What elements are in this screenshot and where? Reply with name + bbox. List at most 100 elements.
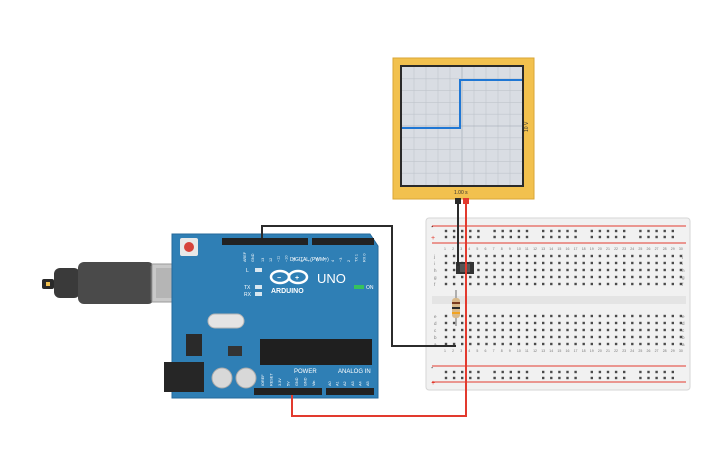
breadboard-hole[interactable]: [469, 282, 472, 286]
breadboard-hole[interactable]: [444, 254, 448, 258]
breadboard-hole[interactable]: [679, 328, 683, 332]
breadboard-hole[interactable]: [542, 328, 545, 332]
breadboard-hole[interactable]: [461, 314, 464, 318]
breadboard-hole[interactable]: [598, 275, 602, 279]
breadboard-hole[interactable]: [533, 314, 537, 318]
breadboard-hole[interactable]: [663, 268, 666, 272]
breadboard-hole[interactable]: [558, 376, 561, 380]
breadboard-hole[interactable]: [533, 342, 537, 346]
breadboard-hole[interactable]: [509, 261, 512, 265]
breadboard-hole[interactable]: [461, 254, 464, 258]
breadboard-hole[interactable]: [647, 342, 650, 346]
breadboard-hole[interactable]: [550, 282, 553, 286]
breadboard-hole[interactable]: [590, 335, 593, 339]
breadboard-hole[interactable]: [671, 321, 674, 325]
breadboard-hole[interactable]: [452, 282, 456, 286]
breadboard-hole[interactable]: [582, 268, 585, 272]
breadboard-hole[interactable]: [639, 370, 642, 374]
breadboard-hole[interactable]: [598, 229, 602, 233]
breadboard-hole[interactable]: [550, 342, 553, 346]
breadboard-hole[interactable]: [590, 370, 593, 374]
breadboard-hole[interactable]: [509, 342, 512, 346]
breadboard-hole[interactable]: [517, 321, 521, 325]
breadboard-hole[interactable]: [477, 335, 480, 339]
resistor[interactable]: [452, 290, 460, 326]
breadboard-hole[interactable]: [647, 314, 650, 318]
breadboard-hole[interactable]: [671, 335, 674, 339]
breadboard-hole[interactable]: [663, 328, 666, 332]
breadboard-hole[interactable]: [663, 335, 666, 339]
breadboard-hole[interactable]: [623, 376, 626, 380]
breadboard-hole[interactable]: [566, 335, 569, 339]
breadboard-hole[interactable]: [477, 275, 480, 279]
breadboard-hole[interactable]: [566, 254, 569, 258]
breadboard-hole[interactable]: [469, 376, 472, 380]
breadboard-hole[interactable]: [469, 328, 472, 332]
breadboard-hole[interactable]: [647, 254, 650, 258]
scope-red-wire[interactable]: [291, 204, 467, 417]
breadboard-hole[interactable]: [566, 342, 569, 346]
breadboard-hole[interactable]: [444, 282, 448, 286]
breadboard-hole[interactable]: [655, 376, 658, 380]
breadboard-hole[interactable]: [582, 314, 585, 318]
breadboard-hole[interactable]: [469, 314, 472, 318]
breadboard-hole[interactable]: [517, 261, 521, 265]
breadboard-hole[interactable]: [614, 254, 618, 258]
breadboard-hole[interactable]: [452, 261, 456, 265]
breadboard-hole[interactable]: [509, 229, 512, 233]
breadboard-hole[interactable]: [655, 254, 658, 258]
breadboard-hole[interactable]: [501, 261, 504, 265]
breadboard-hole[interactable]: [517, 268, 521, 272]
breadboard-hole[interactable]: [655, 268, 658, 272]
breadboard-hole[interactable]: [542, 314, 545, 318]
breadboard-hole[interactable]: [582, 335, 585, 339]
breadboard-hole[interactable]: [550, 314, 553, 318]
breadboard-hole[interactable]: [623, 235, 626, 239]
scope-terminals[interactable]: [455, 198, 469, 204]
breadboard-hole[interactable]: [477, 235, 480, 239]
breadboard-hole[interactable]: [517, 328, 521, 332]
breadboard-hole[interactable]: [655, 342, 658, 346]
breadboard-hole[interactable]: [542, 321, 545, 325]
breadboard-hole[interactable]: [614, 370, 618, 374]
breadboard-hole[interactable]: [542, 282, 545, 286]
oscilloscope[interactable]: 1.00 s 10 V: [392, 57, 535, 200]
breadboard-hole[interactable]: [679, 282, 683, 286]
breadboard-hole[interactable]: [501, 314, 504, 318]
breadboard-hole[interactable]: [452, 235, 456, 239]
breadboard-hole[interactable]: [525, 314, 529, 318]
breadboard-hole[interactable]: [444, 268, 448, 272]
breadboard-hole[interactable]: [663, 282, 666, 286]
breadboard-hole[interactable]: [550, 235, 553, 239]
breadboard-hole[interactable]: [461, 275, 464, 279]
breadboard-hole[interactable]: [485, 254, 488, 258]
breadboard-hole[interactable]: [469, 235, 472, 239]
breadboard-hole[interactable]: [558, 342, 561, 346]
breadboard-hole[interactable]: [566, 229, 569, 233]
breadboard-hole[interactable]: [550, 376, 553, 380]
breadboard-hole[interactable]: [461, 282, 464, 286]
breadboard-hole[interactable]: [533, 268, 537, 272]
breadboard-hole[interactable]: [493, 282, 496, 286]
breadboard-hole[interactable]: [614, 328, 618, 332]
breadboard-hole[interactable]: [517, 376, 521, 380]
breadboard-hole[interactable]: [485, 342, 488, 346]
breadboard-hole[interactable]: [671, 235, 674, 239]
breadboard-hole[interactable]: [452, 370, 456, 374]
breadboard-hole[interactable]: [606, 342, 610, 346]
breadboard-hole[interactable]: [477, 314, 480, 318]
breadboard-hole[interactable]: [574, 314, 577, 318]
breadboard-hole[interactable]: [566, 268, 569, 272]
breadboard-hole[interactable]: [477, 328, 480, 332]
breadboard-hole[interactable]: [606, 229, 610, 233]
breadboard-hole[interactable]: [679, 314, 683, 318]
breadboard-hole[interactable]: [639, 321, 642, 325]
breadboard-hole[interactable]: [671, 370, 674, 374]
breadboard-hole[interactable]: [469, 229, 472, 233]
breadboard-hole[interactable]: [663, 261, 666, 265]
breadboard-hole[interactable]: [623, 261, 626, 265]
breadboard-hole[interactable]: [623, 229, 626, 233]
breadboard-hole[interactable]: [525, 275, 529, 279]
breadboard-hole[interactable]: [558, 268, 561, 272]
breadboard-hole[interactable]: [679, 261, 683, 265]
